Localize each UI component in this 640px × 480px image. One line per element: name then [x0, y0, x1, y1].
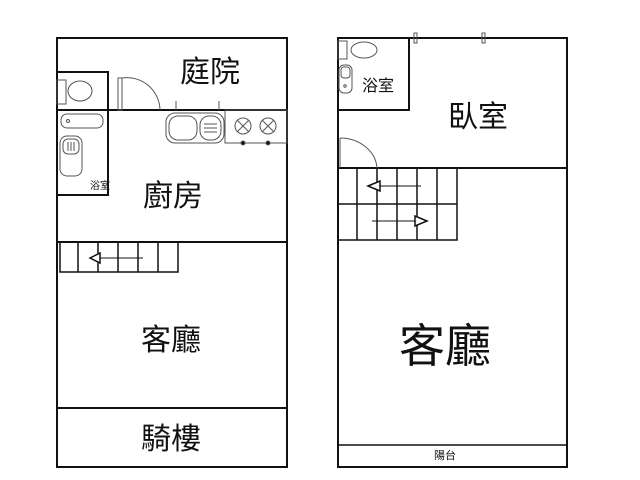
kitchen-sink-icon: [165, 101, 225, 144]
floor1-outer-wall: [56, 37, 288, 468]
stove-icon: [224, 109, 288, 146]
room-label-floor1-bathroom: 浴室: [90, 179, 110, 192]
floor2-washbasin-icon: [338, 64, 353, 94]
bathtub-icon: [60, 113, 104, 129]
floor1-door-icon: [117, 77, 161, 111]
room-label-courtyard: 庭院: [180, 55, 240, 90]
room-label-floor2-living-room: 客廳: [399, 319, 491, 373]
floor2-toilet-icon: [337, 40, 378, 60]
floor1-bathroom-wall: [56, 71, 109, 196]
floor2-plan: [337, 32, 568, 468]
room-label-balcony: 陽台: [434, 448, 456, 462]
room-label-arcade: 騎樓: [141, 422, 201, 457]
floor1-stairs: [59, 241, 179, 273]
floor2-stairs: [337, 167, 458, 241]
washbasin-icon: [59, 135, 83, 177]
room-label-bedroom: 臥室: [448, 100, 508, 135]
window-icon: [413, 32, 486, 44]
floor2-outer-wall: [337, 37, 568, 468]
floor2-door-icon: [339, 137, 378, 169]
room-label-kitchen: 廚房: [143, 179, 203, 214]
floor2-bathroom-wall: [337, 37, 410, 111]
floor1-toilet-icon: [56, 79, 93, 105]
floor1-plan: [56, 37, 288, 468]
room-label-floor2-bathroom: 浴室: [362, 76, 394, 95]
room-label-floor1-living-room: 客廳: [141, 323, 201, 358]
